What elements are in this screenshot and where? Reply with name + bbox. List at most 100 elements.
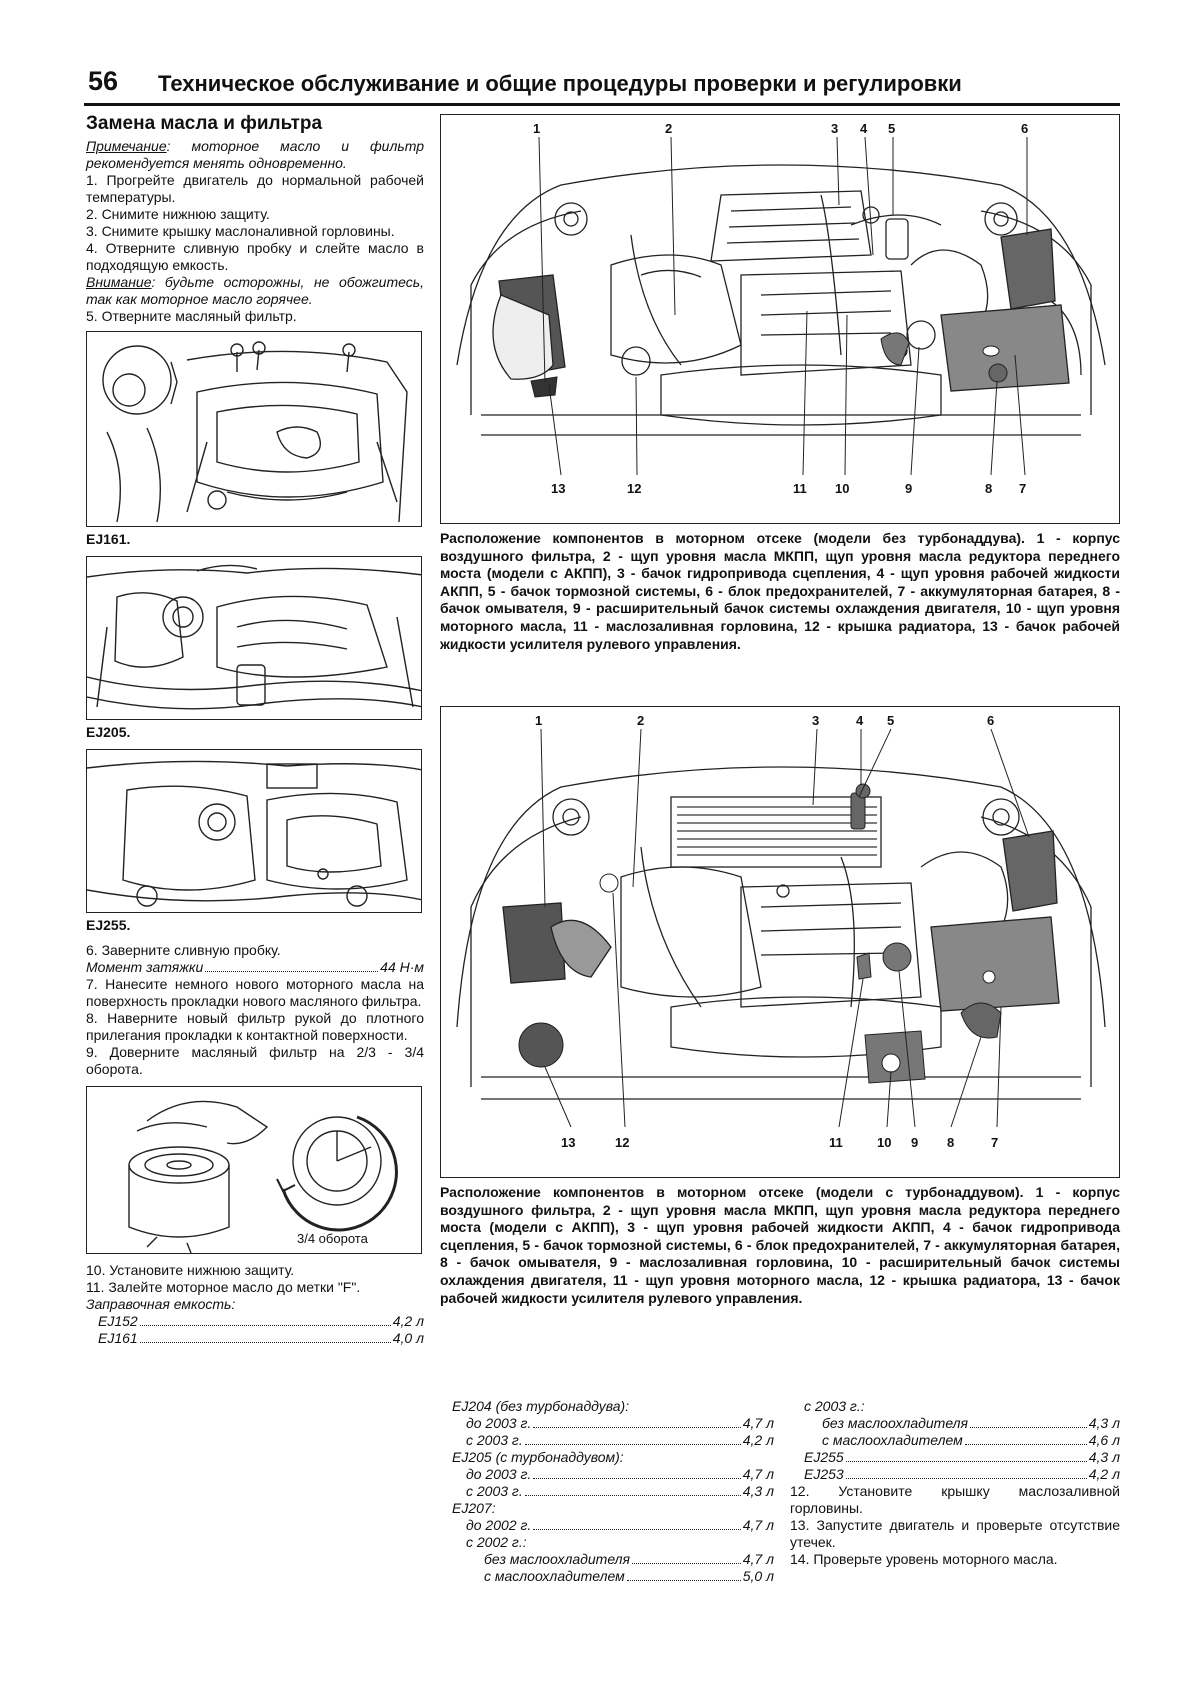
engine-underside-illustration [87, 760, 421, 907]
step-item: 6. Заверните сливную пробку. [86, 942, 281, 958]
dot-leader [964, 1444, 1087, 1445]
dot-leader [845, 1461, 1087, 1462]
callout-label: 2 [665, 121, 672, 136]
callout-label: 12 [627, 481, 641, 496]
capacity-row-value: 4,3 л [1088, 1415, 1120, 1431]
step-item: 8. Наверните новый фильтр рукой до плотн… [86, 1010, 424, 1043]
air-filter-bowl [492, 294, 554, 380]
callout-label: 4 [860, 121, 868, 136]
callout-label: 4 [856, 713, 864, 728]
capacity-row: без маслоохладителя 4,3 л [790, 1415, 1120, 1432]
dot-leader [845, 1478, 1087, 1479]
capacity-group-heading: EJ204 (без турбонаддува): [452, 1398, 630, 1414]
callout-label: 11 [793, 481, 807, 496]
callout-label: 10 [835, 481, 849, 496]
capacity-group-heading: с 2002 г.: [466, 1534, 527, 1550]
capacity-row-label: EJ253 [804, 1466, 844, 1482]
callout-label: 10 [877, 1135, 891, 1150]
steps-list-2: 7. Нанесите немного нового моторного мас… [86, 976, 424, 1078]
step-item: 10. Установите нижнюю защиту. [86, 1262, 295, 1278]
section-title: Замена масла и фильтра [86, 113, 323, 134]
capacity-row-value: 4,3 л [742, 1483, 774, 1499]
step-item: 5. Отверните масляный фильтр. [86, 308, 297, 324]
capacity-group-heading: с 2003 г.: [804, 1398, 865, 1414]
steps-list-3: 10. Установите нижнюю защиту. 11. Залейт… [86, 1262, 424, 1296]
capacity-row: EJ255 4,3 л [790, 1449, 1120, 1466]
capacity-row-value: 4,7 л [742, 1551, 774, 1567]
callout-label: 6 [1021, 121, 1028, 136]
capacity-row: без маслоохладителя 4,7 л [452, 1551, 774, 1568]
step-item: 2. Снимите нижнюю защиту. [86, 206, 270, 222]
torque-value: 44 Н·м [380, 959, 424, 975]
capacity-row: до 2003 г.4,7 л [452, 1466, 774, 1483]
engine-bay-illustration: 1 2 3 4 5 6 13 12 11 10 9 8 7 [456, 121, 1106, 496]
capacity-row-value: 4,3 л [1088, 1449, 1120, 1465]
capacity-row: с 2003 г. 4,3 л [452, 1483, 774, 1500]
callout-label: 11 [829, 1135, 843, 1150]
capacity-row-label: с 2003 г. [466, 1432, 523, 1448]
engine-underside-illustration [87, 564, 421, 710]
capacity-row-label: без маслоохладителя [822, 1415, 969, 1431]
figure-engine-bay-na: 1 2 3 4 5 6 13 12 11 10 9 8 7 [440, 114, 1120, 524]
capacity-row: EJ161 4,0 л [98, 1330, 424, 1346]
step-item: 12. Установите крышку маслозаливной горл… [790, 1483, 1120, 1516]
capacity-row-label: с маслоохладителем [484, 1568, 625, 1584]
capacity-row-label: без маслоохладителя [484, 1551, 631, 1567]
capacity-row-value: 4,7 л [742, 1517, 774, 1533]
fuse-box [1002, 830, 1058, 912]
callout-label: 1 [535, 713, 542, 728]
figure-caption: EJ205. [86, 724, 131, 740]
step-item: 1. Прогрейте двигатель до нормальной раб… [86, 172, 424, 205]
capacity-label: Заправочная емкость: [86, 1296, 236, 1312]
figure-ej161 [86, 331, 422, 527]
capacity-row-label: с 2003 г. [466, 1483, 523, 1499]
dot-leader [533, 1427, 741, 1428]
figure-ej205 [86, 556, 422, 720]
step-item: 4. Отверните сливную пробку и слейте мас… [86, 240, 424, 273]
warning-label: Внимание [86, 274, 152, 290]
page-number: 56 [88, 66, 119, 96]
callout-label: 1 [533, 121, 540, 136]
step-item: 9. Доверните масляный фильтр на 2/3 - 3/… [86, 1044, 424, 1077]
capacity-row-label: до 2003 г. [466, 1466, 532, 1482]
step-item: 11. Залейте моторное масло до метки "F". [86, 1279, 361, 1295]
step-item: 14. Проверьте уровень моторного масла. [790, 1551, 1058, 1567]
capacity-row: с маслоохладителем 5,0 л [452, 1568, 774, 1585]
figure-caption: EJ161. [86, 531, 131, 547]
capacity-row: до 2003 г. 4,7 л [452, 1415, 774, 1432]
note-paragraph: Примечание: моторное масло и фильтр реко… [86, 138, 424, 172]
callout-label: 6 [987, 713, 994, 728]
capacity-row: до 2002 г.4,7 л [452, 1517, 774, 1534]
capacity-row-label: до 2003 г. [466, 1415, 532, 1431]
steps-list-1: 1. Прогрейте двигатель до нормальной раб… [86, 172, 424, 274]
figure-caption-turbo: Расположение компонентов в моторном отсе… [440, 1184, 1120, 1306]
callout-label: 5 [887, 713, 894, 728]
callout-label: 9 [905, 481, 912, 496]
callout-label: 9 [911, 1135, 918, 1150]
dot-leader [524, 1495, 741, 1496]
callout-label: 3 [831, 121, 838, 136]
callout-label: 3 [812, 713, 819, 728]
dot-leader [533, 1529, 741, 1530]
callout-label: 5 [888, 121, 895, 136]
battery [940, 304, 1070, 392]
engine-bay-illustration: 1 2 3 4 5 6 13 12 11 10 9 8 7 [456, 713, 1106, 1150]
step-item: 7. Нанесите немного нового моторного мас… [86, 976, 424, 1009]
dot-leader [970, 1427, 1087, 1428]
capacity-row: с 2003 г. 4,2 л [452, 1432, 774, 1449]
callout-label: 8 [985, 481, 992, 496]
callout-label: 13 [551, 481, 565, 496]
page-header: 56 Техническое обслуживание и общие проц… [84, 66, 1120, 106]
callout-label: 8 [947, 1135, 954, 1150]
air-filter-housing [502, 902, 566, 984]
capacity-row-value: 5,0 л [742, 1568, 774, 1584]
step-item: 3. Снимите крышку маслоналивной горловин… [86, 223, 395, 239]
capacity-row-value: 4,2 л [742, 1432, 774, 1448]
capacity-row-label: EJ255 [804, 1449, 844, 1465]
callout-label: 2 [637, 713, 644, 728]
capacity-row-value: 4,7 л [742, 1415, 774, 1431]
dot-leader [632, 1563, 741, 1564]
